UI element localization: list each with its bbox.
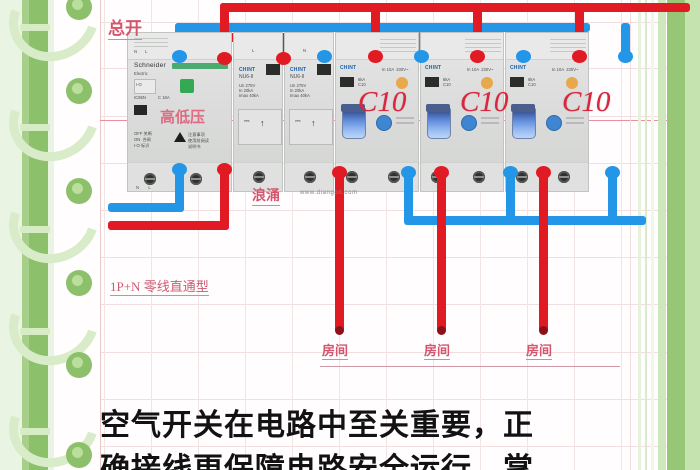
wire-terminal-cap [470,50,485,63]
label-room-1: 房间 [322,340,349,360]
live-feeder-room-2 [437,172,446,332]
watermark: www.diangon.com [300,190,358,196]
neutral-riser-2 [506,172,515,222]
live-bus-top [220,3,675,12]
terminal-screw[interactable] [388,171,400,183]
device-spd-1[interactable]: L CHINT NU6-II Un 275V In 20kA Imax 40kA… [233,32,283,192]
neutral-drop-breaker-3 [621,23,630,58]
reset-indicator[interactable] [566,77,578,89]
breaker-label-c10-3: C10 [562,86,611,118]
label-room-2: 房间 [424,340,451,360]
rating-line-1: IC65N [134,95,146,100]
vine-knob-icon [66,352,92,378]
live-drop-breaker-3 [575,3,584,58]
caption-block: 空气开关在电路中至关重要，正 确接线更保障电路安全运行，掌 [100,404,660,470]
wire-terminal-cap [618,50,633,63]
test-button[interactable] [376,115,392,131]
rating-line-2: C 16A [158,95,170,100]
spd-pole-label: N [303,48,307,53]
caption-line-2: 确接线更保障电路安全运行，掌 [100,452,534,470]
label-type-note: 1P+N 零线直通型 [110,276,209,296]
label-low-voltage: 高低压 [160,110,206,126]
decorative-left-border [0,0,100,470]
caption-line-1: 空气开关在电路中至关重要，正 [100,408,534,443]
neutral-riser-3 [608,172,617,222]
brand-chint: CHINT [239,67,256,73]
spd-model: NU6-II [290,74,305,80]
vine-knob-icon [66,442,92,468]
live-drop-breaker-1 [371,3,380,58]
wire-terminal-cap [516,50,531,63]
test-button[interactable] [461,115,477,131]
brand-schneider: Schneider [134,62,166,69]
label-main-switch: 总开 [108,14,142,40]
decorative-right-border [628,0,700,470]
din-rail-device-row: N L Schneider Electric I-O IC65N C 16A O… [127,32,589,192]
brand-chint: CHINT [340,65,357,71]
live-run-left [108,221,229,230]
label-room-3: 房间 [526,340,553,360]
brand-chint: CHINT [425,65,442,71]
vine-knob-icon [66,0,92,20]
wire-terminal-cap [172,50,187,63]
neutral-run-left [108,203,184,212]
reset-indicator[interactable] [481,77,493,89]
neutral-bus-top [175,23,590,32]
live-out-main [220,170,229,230]
vine-knob-icon [66,78,92,104]
brand-chint: CHINT [290,67,307,73]
terminal-screw[interactable] [346,171,358,183]
terminal-screw[interactable] [304,171,316,183]
terminal-screw[interactable] [190,173,202,185]
live-feeder-room-3 [539,172,548,332]
live-drop-main [220,3,229,60]
brand-chint: CHINT [510,65,527,71]
neutral-out-main [175,170,184,212]
reset-indicator[interactable] [396,77,408,89]
label-surge: 浪涌 [252,185,280,206]
wire-terminal-cap [368,50,383,63]
breaker-lever[interactable] [341,104,366,139]
live-feeder-room-1 [335,172,344,332]
wire-terminal-cap [572,50,587,63]
terminal-screw[interactable] [516,171,528,183]
wire-terminal-cap [317,50,332,63]
terminal-screw[interactable] [558,171,570,183]
wire-terminal-cap [217,52,232,65]
terminal-screw[interactable] [253,171,265,183]
spd-pole-label: L [252,48,255,53]
breaker-label-c10-2: C10 [460,86,509,118]
wire-terminal-cap [276,52,291,65]
terminal-screw[interactable] [473,171,485,183]
breaker-label-c10-1: C10 [358,86,407,118]
terminal-screw[interactable] [144,173,156,185]
warning-triangle-icon [174,132,186,142]
paper-rule-lower [320,366,620,367]
breaker-lever[interactable] [426,104,451,139]
live-drop-breaker-2 [473,3,482,58]
vine-knob-icon [66,178,92,204]
neutral-riser-1 [404,172,413,222]
neutral-bus-bottom [404,216,646,225]
spd-model: NU6-II [239,74,254,80]
vine-knob-icon [66,270,92,296]
wire-terminal-cap [414,50,429,63]
indicator-green [180,79,194,93]
breaker-lever[interactable] [511,104,536,139]
notice-block: OFF 关断 ON 合闸 I-O 标识 [134,131,152,148]
test-button[interactable] [546,115,562,131]
